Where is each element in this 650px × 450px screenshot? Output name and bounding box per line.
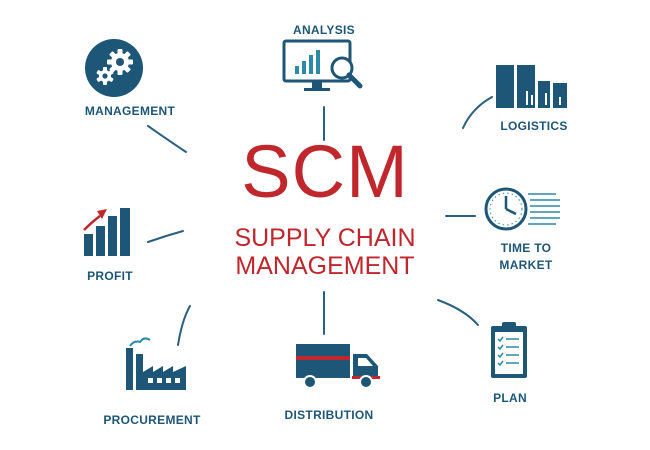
clipboard-icon	[491, 322, 527, 378]
factory-icon	[126, 337, 186, 390]
gear-icon	[85, 39, 143, 97]
bar-chart-icon	[496, 65, 567, 108]
connector-procurement	[177, 305, 191, 346]
label-plan: PLAN	[493, 391, 527, 405]
label-procurement: PROCUREMENT	[103, 413, 201, 427]
monitor-chart-icon	[282, 39, 363, 91]
label-market: MARKET	[499, 258, 553, 272]
supply-chain-line: SUPPLY CHAIN	[234, 224, 416, 252]
connector-profit	[147, 230, 184, 243]
label-profit: PROFIT	[87, 269, 133, 283]
management-line: MANAGEMENT	[235, 252, 415, 280]
label-logistics: LOGISTICS	[500, 119, 568, 133]
clock-icon	[484, 187, 560, 231]
label-time-to: TIME TO	[500, 241, 552, 255]
label-management: MANAGEMENT	[84, 104, 176, 118]
truck-icon	[296, 344, 380, 389]
growth-chart-icon	[83, 208, 130, 256]
scm-title: SCM	[241, 130, 409, 213]
connector-management	[147, 125, 187, 153]
label-analysis: ANALYSIS	[293, 23, 355, 37]
connector-logistics	[462, 96, 493, 129]
label-distribution: DISTRIBUTION	[284, 408, 374, 422]
connector-plan	[437, 299, 479, 326]
